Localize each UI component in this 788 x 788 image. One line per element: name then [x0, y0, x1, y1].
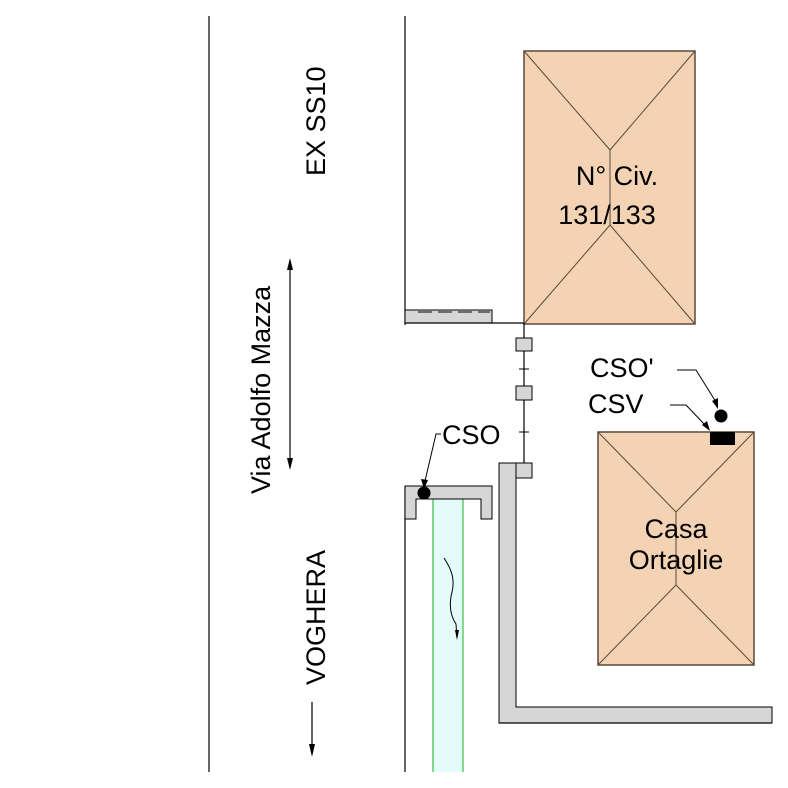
- filled-circle-icon: [417, 486, 431, 500]
- wavy-flow-arrow-icon: [443, 557, 458, 639]
- building-1-label-line2: 131/133: [558, 200, 656, 230]
- double-headed-arrow-icon: [287, 258, 293, 470]
- cso-prime-label: CSO': [590, 353, 654, 383]
- cso-prime-marker: CSO': [590, 353, 728, 423]
- building-casa-ortaglie: Casa Ortaglie: [597, 431, 755, 666]
- arrow-down-icon: [309, 702, 315, 757]
- building-civ-131-133: N° Civ. 131/133: [523, 50, 696, 325]
- filled-circle-icon: [714, 409, 728, 423]
- building-2-label-line2: Ortaglie: [629, 545, 724, 575]
- channel: [404, 485, 493, 772]
- street-name-label: Via Adolfo Mazza: [246, 285, 276, 494]
- filled-rectangle-icon: [710, 432, 735, 445]
- csv-marker: CSV: [588, 389, 735, 445]
- cso-label: CSO: [442, 420, 501, 450]
- fence-line: [515, 323, 533, 464]
- wall-segment-top: [404, 309, 524, 324]
- wall-segment-l-shape: [498, 462, 773, 724]
- road-name-label: EX SS10: [301, 66, 331, 176]
- building-1-label-line1: N° Civ.: [576, 161, 658, 191]
- building-2-label-line1: Casa: [644, 514, 708, 544]
- direction-label: VOGHERA: [301, 550, 331, 685]
- cso-marker: CSO: [417, 420, 501, 500]
- csv-label: CSV: [588, 389, 644, 419]
